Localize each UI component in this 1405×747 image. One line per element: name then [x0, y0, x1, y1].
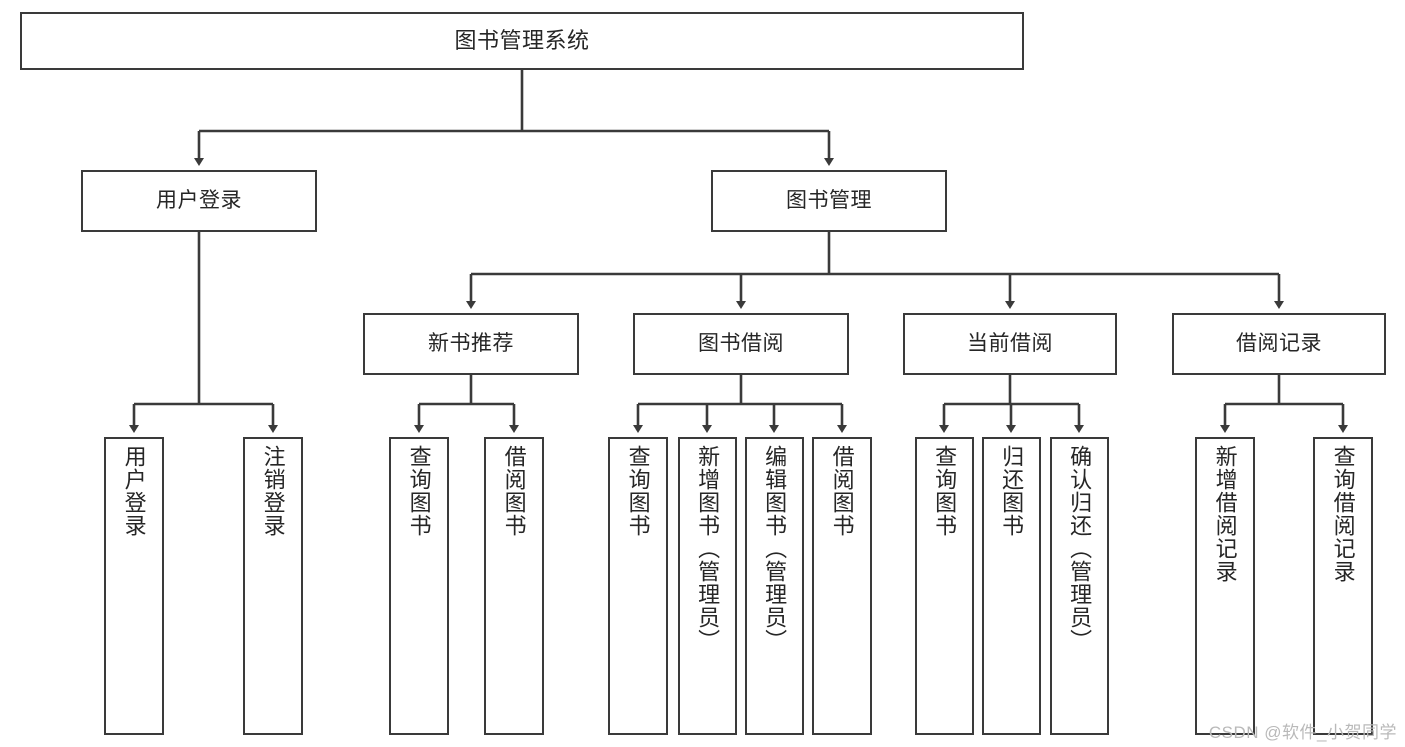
- node-leaf-borrow-book-2-label: 借阅图书: [829, 445, 855, 537]
- node-root[interactable]: 图书管理系统: [20, 12, 1024, 70]
- node-leaf-add-book-label: 新增图书（管理员）: [695, 445, 721, 652]
- node-leaf-confirm-return[interactable]: 确认归还（管理员）: [1050, 437, 1109, 735]
- node-leaf-query-book-1[interactable]: 查询图书: [389, 437, 449, 735]
- node-user-login-label: 用户登录: [156, 189, 242, 213]
- node-new-book-rec-label: 新书推荐: [428, 332, 514, 356]
- node-leaf-logout[interactable]: 注销登录: [243, 437, 303, 735]
- node-root-label: 图书管理系统: [454, 27, 590, 53]
- node-book-borrow[interactable]: 图书借阅: [633, 313, 849, 375]
- node-leaf-add-book[interactable]: 新增图书（管理员）: [678, 437, 737, 735]
- node-leaf-query-record[interactable]: 查询借阅记录: [1313, 437, 1373, 735]
- node-leaf-edit-book-label: 编辑图书（管理员）: [762, 445, 788, 652]
- node-leaf-confirm-return-label: 确认归还（管理员）: [1067, 445, 1093, 652]
- node-leaf-borrow-book-1[interactable]: 借阅图书: [484, 437, 544, 735]
- node-leaf-query-book-2-label: 查询图书: [625, 445, 651, 537]
- node-leaf-user-login[interactable]: 用户登录: [104, 437, 164, 735]
- node-current-borrow[interactable]: 当前借阅: [903, 313, 1117, 375]
- node-leaf-query-book-3-label: 查询图书: [932, 445, 958, 537]
- node-new-book-rec[interactable]: 新书推荐: [363, 313, 579, 375]
- node-leaf-return-book[interactable]: 归还图书: [982, 437, 1041, 735]
- node-book-manage-label: 图书管理: [786, 189, 872, 213]
- node-leaf-edit-book[interactable]: 编辑图书（管理员）: [745, 437, 804, 735]
- node-current-borrow-label: 当前借阅: [967, 332, 1053, 356]
- node-borrow-record[interactable]: 借阅记录: [1172, 313, 1386, 375]
- node-leaf-query-book-2[interactable]: 查询图书: [608, 437, 668, 735]
- node-leaf-query-book-3[interactable]: 查询图书: [915, 437, 974, 735]
- node-user-login[interactable]: 用户登录: [81, 170, 317, 232]
- node-leaf-add-record[interactable]: 新增借阅记录: [1195, 437, 1255, 735]
- node-book-borrow-label: 图书借阅: [698, 332, 784, 356]
- node-leaf-borrow-book-1-label: 借阅图书: [501, 445, 527, 537]
- node-leaf-logout-label: 注销登录: [260, 445, 286, 537]
- node-borrow-record-label: 借阅记录: [1236, 332, 1322, 356]
- node-leaf-borrow-book-2[interactable]: 借阅图书: [812, 437, 872, 735]
- node-leaf-query-record-label: 查询借阅记录: [1330, 445, 1356, 583]
- watermark: CSDN @软件_小贺同学: [1208, 723, 1397, 742]
- node-book-manage[interactable]: 图书管理: [711, 170, 947, 232]
- node-leaf-user-login-label: 用户登录: [121, 445, 147, 537]
- node-leaf-return-book-label: 归还图书: [999, 445, 1025, 537]
- node-leaf-query-book-1-label: 查询图书: [406, 445, 432, 537]
- node-leaf-add-record-label: 新增借阅记录: [1212, 445, 1238, 583]
